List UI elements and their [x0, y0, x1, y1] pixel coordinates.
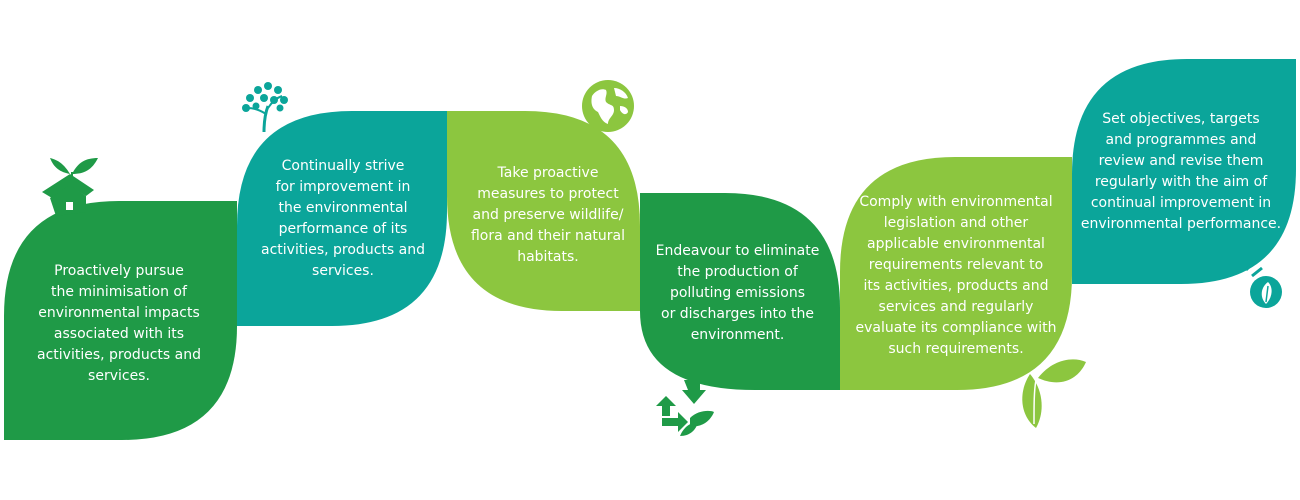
tree-icon	[242, 82, 288, 133]
step-2-text: Continually strive for improvement in th…	[261, 158, 425, 279]
step-4-leaf	[640, 193, 840, 390]
step-6-leaf	[1072, 59, 1296, 284]
house-with-leaves-icon	[42, 158, 98, 216]
step-5-text: Comply with environmental legislation an…	[855, 194, 1057, 357]
step-5-leaf	[840, 157, 1072, 390]
step-4-text: Endeavour to eliminate the production of…	[655, 242, 820, 343]
step-1-leaf	[4, 201, 237, 440]
globe-icon	[582, 80, 634, 132]
step-3-leaf	[447, 111, 640, 311]
step-1-text: Proactively pursue the minimisation of e…	[37, 263, 201, 384]
recycle-icon	[656, 380, 714, 436]
step-2-leaf	[237, 111, 447, 326]
step-3-text: Take proactive measures to protect and p…	[470, 164, 626, 265]
leaves-icon	[1022, 359, 1086, 428]
step-6-text: Set objectives, targets and programmes a…	[1080, 111, 1282, 232]
light-bulb-leaf-icon	[1244, 260, 1282, 308]
